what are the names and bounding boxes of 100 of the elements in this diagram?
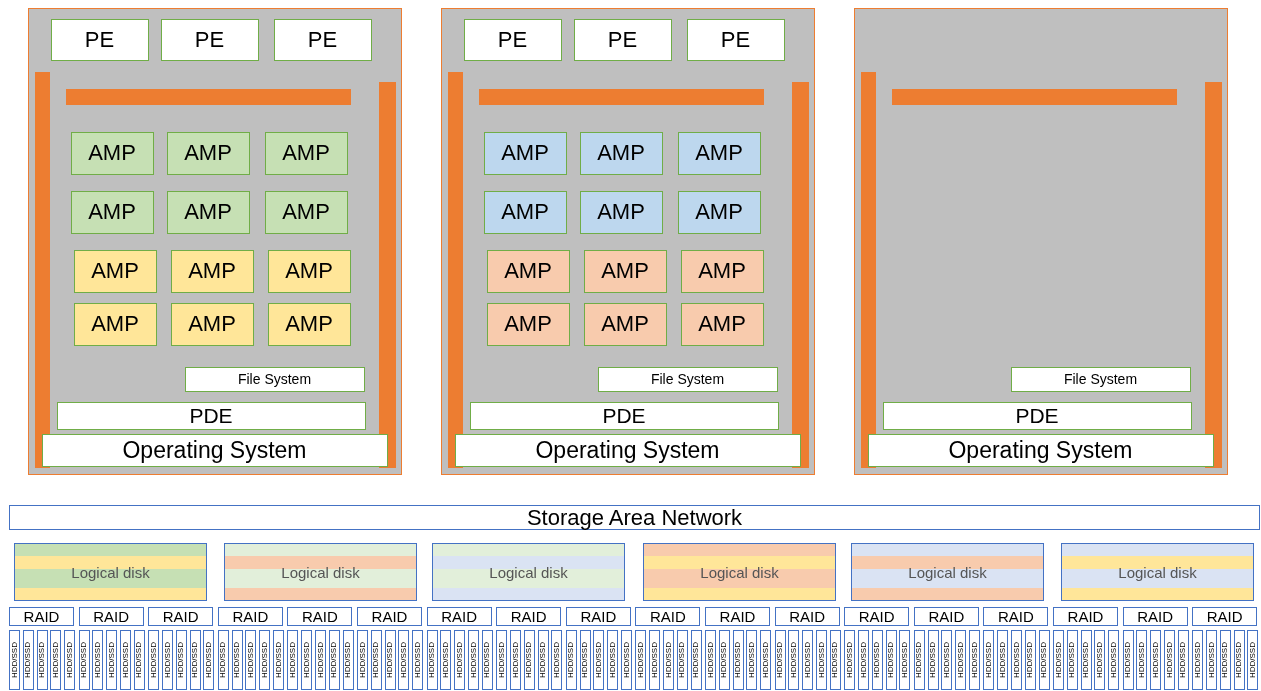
disk-label: HDD/SSD <box>428 642 437 678</box>
disk-label: HDD/SSD <box>622 642 631 678</box>
raid-box <box>913 607 979 626</box>
box-label: AMP <box>695 142 743 164</box>
interconnect-bar <box>860 71 876 468</box>
box-label: AMP <box>184 201 232 223</box>
disk-label: HDD/SSD <box>789 642 798 678</box>
disk-label: HDD/SSD <box>399 642 408 678</box>
amp-box <box>677 131 761 175</box>
box-label: AMP <box>188 260 236 282</box>
box-label: RAID <box>1067 609 1104 624</box>
disk-label: HDD/SSD <box>1207 642 1216 678</box>
disk-label: HDD/SSD <box>1068 642 1077 678</box>
disk-label: HDD/SSD <box>1054 642 1063 678</box>
box-label: AMP <box>504 313 552 335</box>
disk-label: HDD/SSD <box>859 642 868 678</box>
disk-label: HDD/SSD <box>1235 642 1244 678</box>
amp-box <box>166 131 250 175</box>
disk-label: HDD/SSD <box>260 642 269 678</box>
disk-label: HDD/SSD <box>302 642 311 678</box>
disk-label: HDD/SSD <box>1248 642 1257 678</box>
disk-label: HDD/SSD <box>887 642 896 678</box>
box-label: RAID <box>928 609 965 624</box>
box-label: File System <box>1063 372 1138 386</box>
box-label: RAID <box>580 609 617 624</box>
disk-label: HDD/SSD <box>706 642 715 678</box>
pe-box <box>573 18 672 61</box>
disk-label: HDD/SSD <box>65 642 74 678</box>
box-label: Operating System <box>948 438 1133 462</box>
disk-label: HDD/SSD <box>664 642 673 678</box>
disk-label: HDD/SSD <box>539 642 548 678</box>
pe-box <box>50 18 149 61</box>
disk-label: HDD/SSD <box>929 642 938 678</box>
box-label: AMP <box>597 142 645 164</box>
disk-label: HDD/SSD <box>51 642 60 678</box>
amp-box <box>73 302 157 346</box>
disk-label: HDD/SSD <box>288 642 297 678</box>
disk-label: HDD/SSD <box>984 642 993 678</box>
disk-label: HDD/SSD <box>80 642 89 678</box>
disk-label: HDD/SSD <box>831 642 840 678</box>
raid-box <box>1192 607 1258 626</box>
disk-label: HDD/SSD <box>608 642 617 678</box>
disk-label: HDD/SSD <box>386 642 395 678</box>
disk-label: HDD/SSD <box>581 642 590 678</box>
disk-label: HDD/SSD <box>1151 642 1160 678</box>
box-label: PE <box>194 28 225 51</box>
box-label: PE <box>307 28 338 51</box>
disk-label: HDD/SSD <box>413 642 422 678</box>
box-label: RAID <box>1206 609 1243 624</box>
raid-box <box>983 607 1049 626</box>
disk-label: HDD/SSD <box>204 642 213 678</box>
disk-label: HDD/SSD <box>330 642 339 678</box>
amp-box <box>267 249 351 293</box>
disk-label: HDD/SSD <box>845 642 854 678</box>
amp-box <box>579 190 663 234</box>
disk-label: HDD/SSD <box>900 642 909 678</box>
raid-box <box>78 607 144 626</box>
server-panel <box>854 8 1228 475</box>
pde-box <box>469 401 779 430</box>
disk-label: HDD/SSD <box>511 642 520 678</box>
amp-box <box>264 131 348 175</box>
operating-system-box <box>454 433 801 467</box>
disk-label: HDD/SSD <box>469 642 478 678</box>
raid-box <box>357 607 422 626</box>
box-label: RAID <box>510 609 547 624</box>
box-label: AMP <box>601 260 649 282</box>
disk-label: HDD/SSD <box>372 642 381 678</box>
raid-box <box>705 607 770 626</box>
file-system-box <box>597 366 778 392</box>
box-label: AMP <box>285 260 333 282</box>
amp-box <box>170 302 254 346</box>
box-label: RAID <box>719 609 756 624</box>
box-label: File System <box>650 372 725 386</box>
disk-label: HDD/SSD <box>191 642 200 678</box>
disk-label: HDD/SSD <box>38 642 47 678</box>
box-label: PE <box>84 28 115 51</box>
disk-label: HDD/SSD <box>1012 642 1021 678</box>
box-label: Logical disk <box>281 564 360 580</box>
disk-label: HDD/SSD <box>567 642 576 678</box>
box-label: RAID <box>1137 609 1173 624</box>
disk-label: HDD/SSD <box>678 642 687 678</box>
disk-label: HDD/SSD <box>246 642 255 678</box>
disk-label: HDD/SSD <box>233 642 242 678</box>
disk-label: HDD/SSD <box>10 642 19 678</box>
disk-label: HDD/SSD <box>163 642 172 678</box>
disk-label: HDD/SSD <box>107 642 116 678</box>
box-label: AMP <box>88 201 136 223</box>
disk-label: HDD/SSD <box>455 642 464 678</box>
disk-label: HDD/SSD <box>734 642 743 678</box>
interconnect-bar <box>65 88 351 105</box>
raid-box <box>287 607 353 626</box>
disk-label: HDD/SSD <box>998 642 1007 678</box>
disk-label: HDD/SSD <box>1179 642 1188 678</box>
disk-label: HDD/SSD <box>650 642 659 678</box>
box-label: Logical disk <box>1118 564 1197 580</box>
disk-label: HDD/SSD <box>483 642 492 678</box>
raid-box <box>635 607 701 626</box>
disk-label: HDD/SSD <box>177 642 186 678</box>
raid-box <box>565 607 631 626</box>
disk-label: HDD/SSD <box>552 642 561 678</box>
